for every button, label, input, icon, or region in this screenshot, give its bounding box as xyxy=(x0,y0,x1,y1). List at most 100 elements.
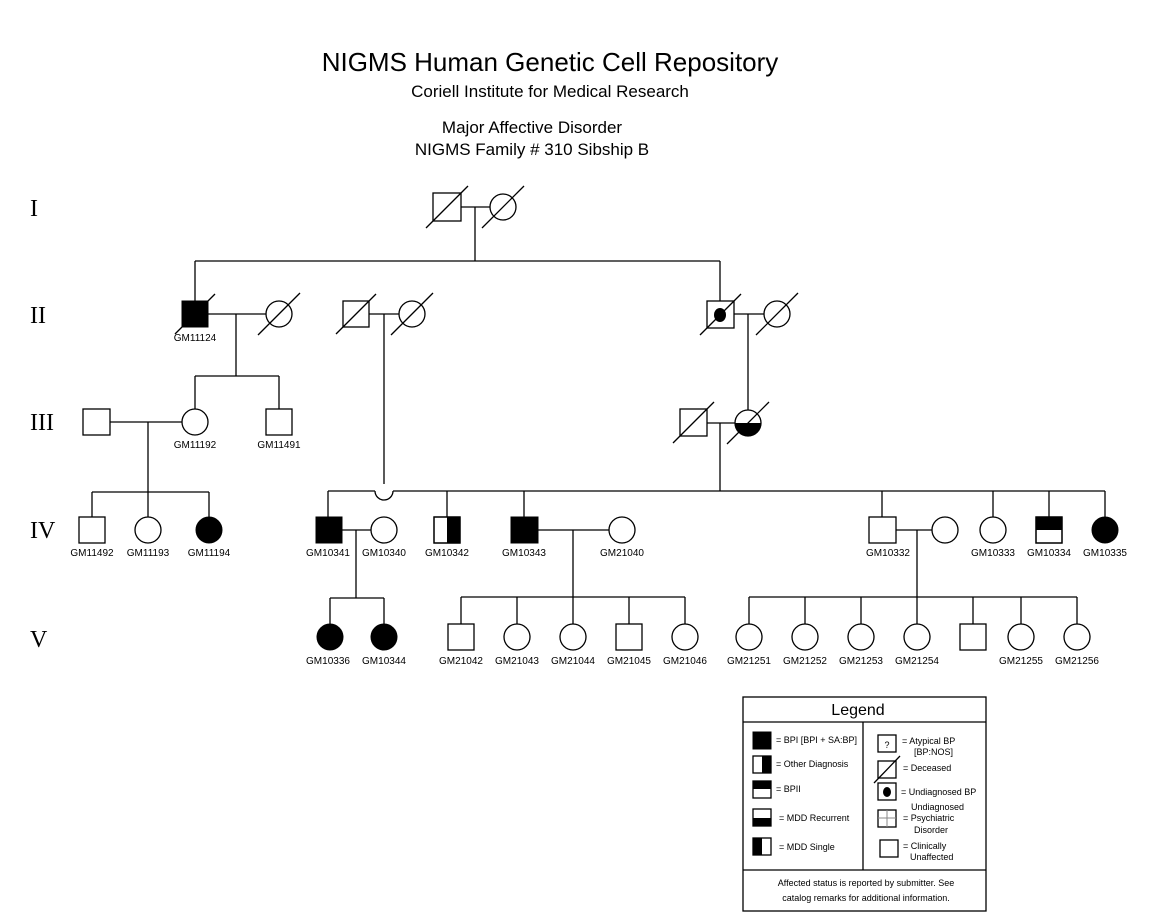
legend-other-diagnosis-label: = Other Diagnosis xyxy=(776,759,849,769)
gen-iii-female-mdd-recurrent-deceased xyxy=(726,401,770,445)
legend-mdd-single-label: = MDD Single xyxy=(779,842,835,852)
legend-footnote-line-2: catalog remarks for additional informati… xyxy=(782,893,950,903)
gen-i-female-deceased xyxy=(481,185,525,229)
id-label: GM10343 xyxy=(502,548,546,559)
gm21253-female xyxy=(847,623,875,651)
gen-iii-male-deceased xyxy=(672,401,715,444)
legend-undiagnosed-psychiatric-label-1: Undiagnosed xyxy=(911,802,964,812)
legend-undiagnosed-bp-symbol xyxy=(877,782,897,801)
gm10344-female-bpi xyxy=(370,623,398,651)
gm21042-male xyxy=(447,623,475,651)
disorder-label: Major Affective Disorder xyxy=(442,118,622,137)
gm10340-female xyxy=(370,516,398,544)
legend-box: Legend = BPI [BPI + SA:BP] = Other Diagn… xyxy=(742,696,987,912)
gm21251-female xyxy=(735,623,763,651)
gm10335-female-bpi xyxy=(1091,516,1119,544)
page-title: NIGMS Human Genetic Cell Repository xyxy=(322,47,779,77)
legend-undiagnosed-psychiatric-label-3: Disorder xyxy=(914,825,948,835)
generation-label-ii: II xyxy=(30,303,46,329)
id-label: GM21044 xyxy=(551,656,595,667)
gm10332-male xyxy=(868,516,897,544)
gm21040-female xyxy=(608,516,636,544)
legend-unaffected-label-2: Unaffected xyxy=(910,852,953,862)
family-label: NIGMS Family # 310 Sibship B xyxy=(415,140,649,159)
id-label: GM10342 xyxy=(425,548,469,559)
gen-ii-female-deceased xyxy=(390,292,434,336)
id-label: GM10336 xyxy=(306,656,350,667)
id-label: GM11491 xyxy=(257,440,301,451)
legend-atypical-label: = Atypical BP xyxy=(902,736,955,746)
id-label: GM10332 xyxy=(866,548,910,559)
gen-iii-male xyxy=(82,408,111,436)
legend-deceased-label: = Deceased xyxy=(903,763,951,773)
gm11491-male xyxy=(265,408,293,436)
gen-v-male xyxy=(959,623,987,651)
id-label: GM21256 xyxy=(1055,656,1099,667)
legend-mdd-recurrent-symbol xyxy=(752,808,772,827)
id-label: GM10344 xyxy=(362,656,406,667)
legend-other-diagnosis-symbol xyxy=(752,755,772,774)
gm10333-female xyxy=(979,516,1007,544)
id-label: GM21042 xyxy=(439,656,483,667)
id-label: GM11492 xyxy=(70,548,114,559)
id-label: GM21046 xyxy=(663,656,707,667)
legend-atypical-sublabel: [BP:NOS] xyxy=(914,747,953,757)
gen-ii-male-deceased xyxy=(335,293,377,335)
legend-bpi-symbol xyxy=(752,731,772,750)
generation-label-v: V xyxy=(30,627,48,653)
gm21044-female xyxy=(559,623,587,651)
legend-title: Legend xyxy=(831,702,884,719)
gm10334-male-bpii xyxy=(1035,516,1063,544)
id-label: GM21251 xyxy=(727,656,771,667)
gm21252-female xyxy=(791,623,819,651)
legend-unaffected-label-1: = Clinically xyxy=(903,841,947,851)
id-label: GM11192 xyxy=(174,440,217,451)
generation-label-i: I xyxy=(30,196,38,222)
gm10341-male-bpi xyxy=(315,516,343,544)
gm21256-female xyxy=(1063,623,1091,651)
legend-atypical-question-mark: ? xyxy=(884,740,889,750)
gen-ii-female-deceased xyxy=(257,292,301,336)
id-label: GM10333 xyxy=(971,548,1015,559)
id-label: GM21255 xyxy=(999,656,1043,667)
legend-undiagnosed-bp-label: = Undiagnosed BP xyxy=(901,787,976,797)
gm11194-female-bpi xyxy=(195,516,223,544)
gm21255-female xyxy=(1007,623,1035,651)
connection-lines xyxy=(91,206,1106,624)
page-subtitle: Coriell Institute for Medical Research xyxy=(411,82,689,101)
legend-deceased-symbol xyxy=(873,755,901,784)
legend-mdd-single-symbol xyxy=(752,837,772,856)
gm11124-male-bpi xyxy=(174,293,216,335)
gm21254-female xyxy=(903,623,931,651)
legend-undiagnosed-psychiatric-symbol xyxy=(877,809,897,828)
id-label: GM10340 xyxy=(362,548,406,559)
legend-bpii-label: = BPII xyxy=(776,784,801,794)
id-label: GM11193 xyxy=(127,548,170,559)
gm21046-female xyxy=(671,623,699,651)
id-label: GM21252 xyxy=(783,656,827,667)
gm11193-female xyxy=(134,516,162,544)
gm21043-female xyxy=(503,623,531,651)
id-label: GM21040 xyxy=(600,548,644,559)
id-label: GM21043 xyxy=(495,656,539,667)
gm21045-male xyxy=(615,623,643,651)
legend-bpii-symbol xyxy=(752,780,772,799)
gen-i-male-deceased xyxy=(425,185,469,229)
generation-label-iii: III xyxy=(30,410,54,436)
gm10342-male-other-diagnosis xyxy=(433,516,461,544)
gm11192-female xyxy=(181,408,209,436)
gm10336-female-bpi xyxy=(316,623,344,651)
legend-unaffected-symbol xyxy=(879,839,899,858)
gen-iv-female-spouse xyxy=(931,516,959,544)
id-label: GM10341 xyxy=(306,548,350,559)
id-label: GM11124 xyxy=(174,333,217,344)
id-label: GM10335 xyxy=(1083,548,1127,559)
id-label: GM21253 xyxy=(839,656,883,667)
id-label: GM21045 xyxy=(607,656,651,667)
generation-label-iv: IV xyxy=(30,518,56,544)
legend-undiagnosed-psychiatric-label-2: = Psychiatric xyxy=(903,813,955,823)
legend-bpi-label: = BPI [BPI + SA:BP] xyxy=(776,735,857,745)
id-label: GM11194 xyxy=(188,548,231,559)
legend-atypical-symbol xyxy=(877,734,897,753)
